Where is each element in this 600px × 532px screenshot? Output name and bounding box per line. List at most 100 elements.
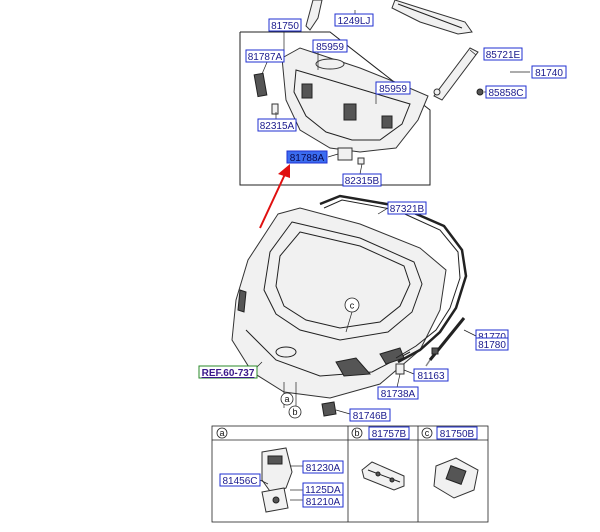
- label-81163[interactable]: 81163: [413, 368, 449, 382]
- clip-81163: [431, 347, 439, 355]
- tailgate-hinge-left: [237, 289, 247, 313]
- svg-text:81750B: 81750B: [440, 429, 475, 440]
- svg-text:82315A: 82315A: [260, 121, 295, 132]
- trim-detail-frame: [239, 31, 431, 186]
- part-81750b-switch: [445, 465, 467, 485]
- switch-81746b: [321, 401, 337, 417]
- callout-c: c: [344, 297, 360, 313]
- label-81740[interactable]: 81740: [531, 65, 567, 79]
- label-85959-b[interactable]: 85959: [375, 81, 411, 95]
- svg-text:81750: 81750: [271, 21, 299, 32]
- trim-opening-left: [301, 83, 313, 99]
- svg-text:81740: 81740: [535, 68, 563, 79]
- tailgate-lamp: [335, 357, 372, 377]
- part-81757b-detail: [367, 469, 401, 483]
- svg-text:85959: 85959: [316, 42, 344, 53]
- callout-b: b: [288, 405, 302, 419]
- tailgate-lower-line: [245, 329, 411, 377]
- svg-text:1249LJ: 1249LJ: [338, 16, 371, 27]
- weatherstrip-inner: [323, 199, 461, 359]
- label-81746b[interactable]: 81746B: [349, 408, 391, 422]
- label-81780[interactable]: 81780: [475, 337, 509, 351]
- ref-60-737-link[interactable]: REF.60-737: [198, 365, 258, 379]
- top-hinge-arm: [305, 0, 323, 31]
- svg-text:c: c: [350, 301, 355, 311]
- svg-text:85858C: 85858C: [488, 88, 523, 99]
- label-81750b[interactable]: 81750B: [436, 426, 478, 440]
- leader-81456c: [259, 479, 269, 485]
- trim-panel-inner: [293, 69, 411, 141]
- tailgate-glass-inner: [275, 231, 411, 329]
- svg-text:81746B: 81746B: [353, 411, 388, 422]
- leader-82315b: [359, 163, 363, 175]
- cover-81787a: [253, 72, 268, 98]
- label-81738a[interactable]: 81738A: [377, 386, 419, 400]
- label-81750[interactable]: 81750: [268, 18, 302, 32]
- detail-table: [211, 425, 489, 523]
- molding-clip: [433, 88, 441, 96]
- side-molding: [433, 47, 479, 101]
- label-81456c[interactable]: 81456C: [219, 473, 261, 487]
- gas-lifter-tip: [425, 359, 431, 367]
- svg-text:81757B: 81757B: [372, 429, 407, 440]
- detail-cell-b-marker: b: [351, 427, 363, 439]
- svg-text:85721E: 85721E: [486, 50, 521, 61]
- label-81230a[interactable]: 81230A: [302, 460, 344, 474]
- label-1125da[interactable]: 1125DA: [302, 482, 344, 496]
- svg-text:81456C: 81456C: [222, 476, 257, 487]
- svg-text:85959: 85959: [379, 84, 407, 95]
- label-85721e[interactable]: 85721E: [483, 47, 523, 61]
- detail-cell-c-marker: c: [421, 427, 433, 439]
- leader-81770: [463, 329, 477, 337]
- part-81757b-hole-2: [389, 477, 395, 483]
- leader-81163: [403, 369, 415, 375]
- bumper-81738a: [395, 363, 405, 375]
- latch-assembly: [261, 447, 293, 495]
- label-1249lj[interactable]: 1249LJ: [334, 13, 374, 27]
- label-81787a[interactable]: 81787A: [245, 49, 285, 63]
- red-arrow-line: [259, 171, 287, 229]
- tailgate-weatherstrip: [319, 194, 468, 364]
- latch-bolt: [272, 496, 280, 504]
- leader-81788a: [327, 153, 339, 158]
- svg-text:b: b: [354, 428, 359, 438]
- callout-a: a: [280, 392, 294, 406]
- label-85959-a[interactable]: 85959: [312, 39, 348, 53]
- svg-text:b: b: [292, 407, 297, 417]
- leader-81746b: [335, 409, 351, 415]
- trim-handle: [315, 58, 345, 70]
- svg-text:1125DA: 1125DA: [305, 485, 341, 496]
- tailgate-trim-panel: [281, 47, 429, 153]
- label-85858c[interactable]: 85858C: [485, 85, 527, 99]
- svg-text:81163: 81163: [417, 371, 445, 382]
- svg-text:a: a: [219, 428, 224, 438]
- label-81788a[interactable]: 81788A: [286, 150, 328, 164]
- svg-text:81230A: 81230A: [306, 463, 341, 474]
- red-arrow-head: [278, 164, 290, 178]
- part-81757b-hole-1: [375, 471, 381, 477]
- clip-82315b: [357, 157, 365, 165]
- label-82315a[interactable]: 82315A: [257, 118, 297, 132]
- svg-text:81787A: 81787A: [248, 52, 283, 63]
- tailgate-window-frame: [263, 221, 423, 341]
- cover-81788a: [337, 147, 353, 161]
- svg-text:81210A: 81210A: [306, 497, 341, 508]
- svg-text:a: a: [284, 394, 289, 404]
- svg-text:82315B: 82315B: [345, 176, 380, 187]
- label-81757b[interactable]: 81757B: [368, 426, 410, 440]
- trim-opening-right: [381, 115, 393, 129]
- tailgate-emblem: [275, 346, 297, 358]
- clip-85858c: [476, 88, 484, 96]
- svg-text:c: c: [425, 428, 430, 438]
- leader-c: [345, 311, 353, 333]
- weatherstrip-detail: [397, 3, 463, 29]
- svg-text:81738A: 81738A: [381, 389, 416, 400]
- svg-text:81780: 81780: [478, 340, 506, 351]
- svg-text:REF.60-737: REF.60-737: [202, 368, 255, 379]
- latch-block: [267, 455, 283, 465]
- label-82315b[interactable]: 82315B: [342, 173, 382, 187]
- label-87321b[interactable]: 87321B: [387, 201, 427, 215]
- clip-82315a: [271, 103, 279, 115]
- label-81210a[interactable]: 81210A: [302, 494, 344, 508]
